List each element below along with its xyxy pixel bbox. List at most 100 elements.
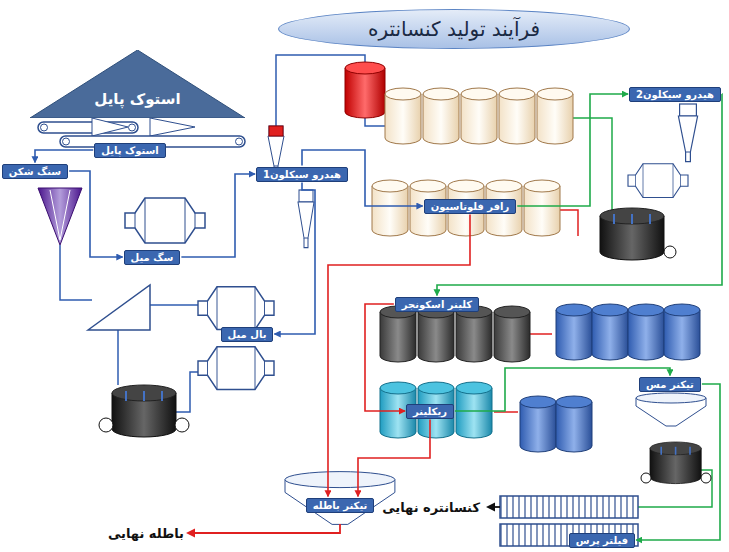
splitter xyxy=(88,285,150,330)
output-label-text: باطله نهایی xyxy=(108,526,184,541)
crusher-cone xyxy=(50,190,60,240)
conveyor-belt xyxy=(236,138,243,145)
rougher-cells xyxy=(524,180,560,236)
cleaner-cells xyxy=(418,306,454,362)
conveyor-belt xyxy=(41,124,48,131)
output-label: کنسانتره نهایی xyxy=(382,500,480,515)
output-arrow xyxy=(486,503,495,512)
cleaner-cells xyxy=(456,306,492,362)
recleaner-cells xyxy=(380,382,592,452)
flow-line xyxy=(176,372,198,412)
equipment-tag: ریکلینر xyxy=(406,404,454,419)
equipment-tag: سگ میل xyxy=(124,250,181,265)
flow-connector xyxy=(274,183,315,335)
equipment-tag: تیکنر باطله xyxy=(306,498,375,513)
cleaner-cells xyxy=(664,304,700,360)
cleaner-cells xyxy=(494,306,530,362)
cleaner-cells xyxy=(628,304,664,360)
ball-mill xyxy=(198,287,274,330)
title-ellipse: فرآیند تولید کنسانتره xyxy=(278,9,630,49)
flow-connector xyxy=(35,150,93,163)
ball-mill xyxy=(198,347,274,390)
equipment-tag: فیلتر پرس xyxy=(569,533,635,548)
equipment-name: هیدرو سیکلون1 xyxy=(263,168,341,181)
equipment-tag: استوک پایل xyxy=(94,143,166,158)
equipment-name: فیلتر پرس xyxy=(576,534,628,547)
pump-tank xyxy=(99,208,711,484)
equipment-name: هیدرو سیکلون2 xyxy=(636,88,714,101)
pump-tank xyxy=(112,385,176,437)
thickener xyxy=(285,472,395,525)
equipment-name: استوک پایل xyxy=(30,90,245,108)
flow-connector xyxy=(365,304,405,411)
equipment-name: سگ میل xyxy=(131,251,174,264)
equipment-name: تیکنر مس xyxy=(646,378,694,391)
flow-connector xyxy=(358,420,430,497)
recleaner-cells xyxy=(520,396,556,452)
equipment-tag: رافر فلوتاسیون xyxy=(424,199,517,214)
recleaner-cells xyxy=(456,382,492,438)
equipment-tag: هیدرو سیکلون1 xyxy=(256,167,348,182)
flow-connector xyxy=(517,94,628,206)
flow-line xyxy=(560,210,578,236)
rougher-cells xyxy=(461,88,497,144)
flow-connector xyxy=(181,174,255,257)
feed-drum xyxy=(345,62,385,118)
pump-tank xyxy=(664,246,676,258)
pump-tank xyxy=(99,418,113,432)
equipment-tag: کلینر اسکونجر xyxy=(395,297,479,312)
cleaner-cells xyxy=(592,304,628,360)
flow-line xyxy=(150,304,198,306)
pump-tank xyxy=(641,473,651,483)
feed-drum xyxy=(345,62,385,74)
hydrocyclone xyxy=(269,126,283,136)
equipment-tag: هیدرو سیکلون2 xyxy=(629,87,721,102)
hydrocyclone xyxy=(298,190,314,248)
rougher-cells xyxy=(385,88,421,144)
equipment-name: ریکلینر xyxy=(413,405,447,418)
equipment-name: سنگ شکن xyxy=(9,165,61,178)
flow-connector xyxy=(636,384,720,540)
hydrocyclone xyxy=(678,104,697,162)
equipment-tag: سنگ شکن xyxy=(2,164,68,179)
output-arrow xyxy=(186,529,195,538)
crusher-cone xyxy=(38,188,82,245)
output-label-text: کنسانتره نهایی xyxy=(382,500,480,515)
conveyor-belt xyxy=(150,118,195,136)
conveyor-belt xyxy=(129,124,136,131)
output-label: باطله نهایی xyxy=(108,526,184,541)
equipment-name: استوک پایل xyxy=(101,144,159,157)
sag-mill xyxy=(125,198,205,243)
ball-mill xyxy=(198,287,274,390)
splitter xyxy=(88,285,150,330)
rougher-cells xyxy=(372,88,573,236)
flow-line xyxy=(530,333,552,335)
cleaner-cells xyxy=(556,304,592,360)
equipment-tag: بال میل xyxy=(221,327,274,342)
flow-connector xyxy=(69,171,122,257)
pump-tank xyxy=(650,442,701,484)
equipment-tag: تیکنر مس xyxy=(639,377,701,392)
title-text: فرآیند تولید کنسانتره xyxy=(368,17,540,41)
conveyor-belt xyxy=(63,138,70,145)
filter-press xyxy=(500,496,638,518)
flow-line xyxy=(573,118,612,212)
flow-connector xyxy=(455,368,670,411)
flow-line xyxy=(60,55,712,507)
equipment-name: کلینر اسکونجر xyxy=(402,298,472,311)
rougher-cells xyxy=(499,88,535,144)
pump-tank xyxy=(701,473,711,483)
feed-drum xyxy=(345,68,385,118)
rougher-cells xyxy=(537,88,573,144)
pump-tank xyxy=(175,418,189,432)
thickener xyxy=(285,393,706,524)
flow-line xyxy=(117,330,119,385)
pump-tank xyxy=(600,208,664,260)
cleaner-cells xyxy=(380,306,416,362)
flow-line xyxy=(365,118,385,126)
stockpile-shape xyxy=(30,50,245,118)
conveyor-belt xyxy=(92,118,128,136)
flow-connector xyxy=(437,94,722,296)
recleaner-cells xyxy=(556,396,592,452)
